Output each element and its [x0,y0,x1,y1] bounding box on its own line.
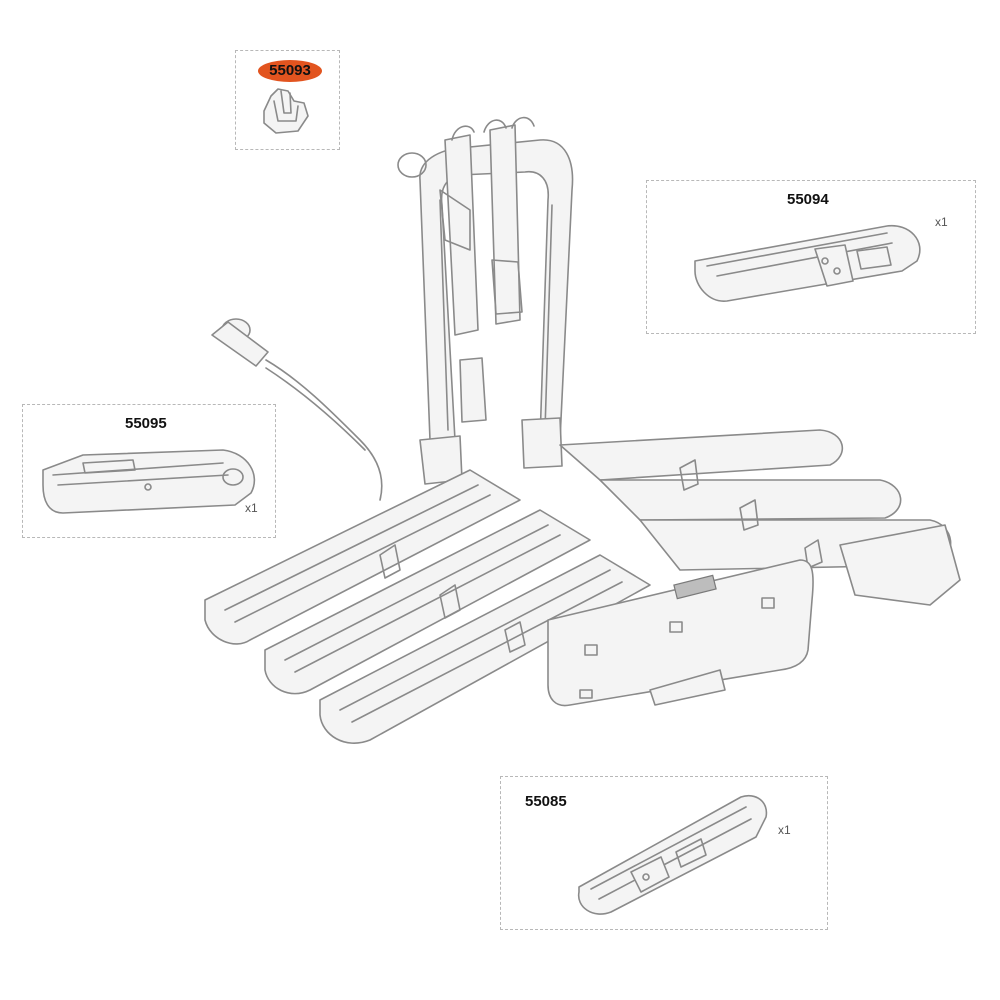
part-box-55093[interactable]: 55093 [235,50,340,150]
wheel-trays [204,429,961,744]
part-number: 55093 [269,62,311,79]
power-cable [211,318,383,501]
part-box-55085[interactable]: 55085 x1 [500,776,828,930]
part-number: 55094 [787,191,829,208]
plate-holder [547,559,814,707]
quantity-label: x1 [778,823,791,837]
part-number-highlight: 55093 [258,60,322,82]
part-number: 55085 [525,793,567,810]
part-box-55095[interactable]: 55095 x1 [22,404,276,538]
quantity-label: x1 [935,215,948,229]
part-box-55094[interactable]: 55094 x1 [646,180,976,334]
end-cap-icon [263,88,309,134]
upright-frame [397,116,574,485]
quantity-label: x1 [245,501,258,515]
tray-arm-icon [577,795,768,915]
part-number: 55095 [125,415,167,432]
tray-end-left-icon [42,449,256,514]
tray-end-right-icon [694,224,921,302]
